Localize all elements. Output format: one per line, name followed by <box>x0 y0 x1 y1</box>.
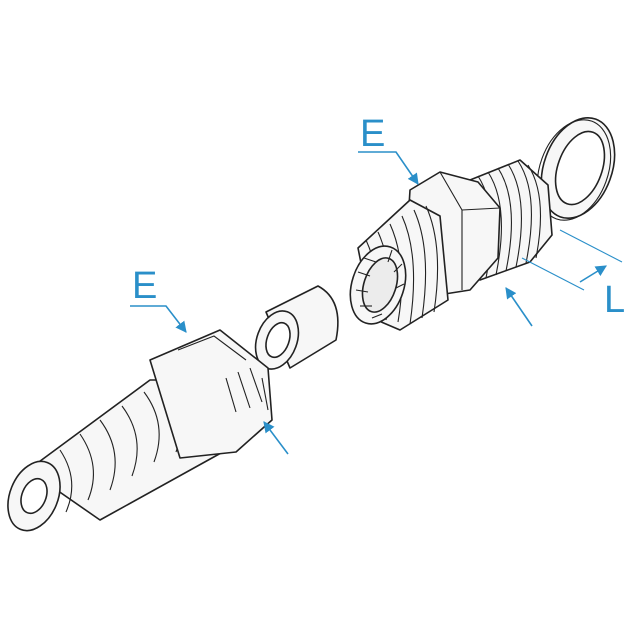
annotation-thread-arrow-top <box>505 287 533 327</box>
cap-nut-with-bend-relief <box>7 329 273 532</box>
sealing-washer <box>536 116 616 221</box>
label-l: L <box>604 279 625 321</box>
annotation-thread-arrow-bottom <box>263 421 289 455</box>
label-e-top: E <box>360 113 385 155</box>
annotation-e-top: E <box>358 113 419 185</box>
annotation-l: L <box>521 229 625 321</box>
annotation-e-bottom: E <box>130 265 187 333</box>
label-e-bottom: E <box>132 265 157 307</box>
seal-insert <box>254 285 339 370</box>
gland-body <box>349 159 553 331</box>
